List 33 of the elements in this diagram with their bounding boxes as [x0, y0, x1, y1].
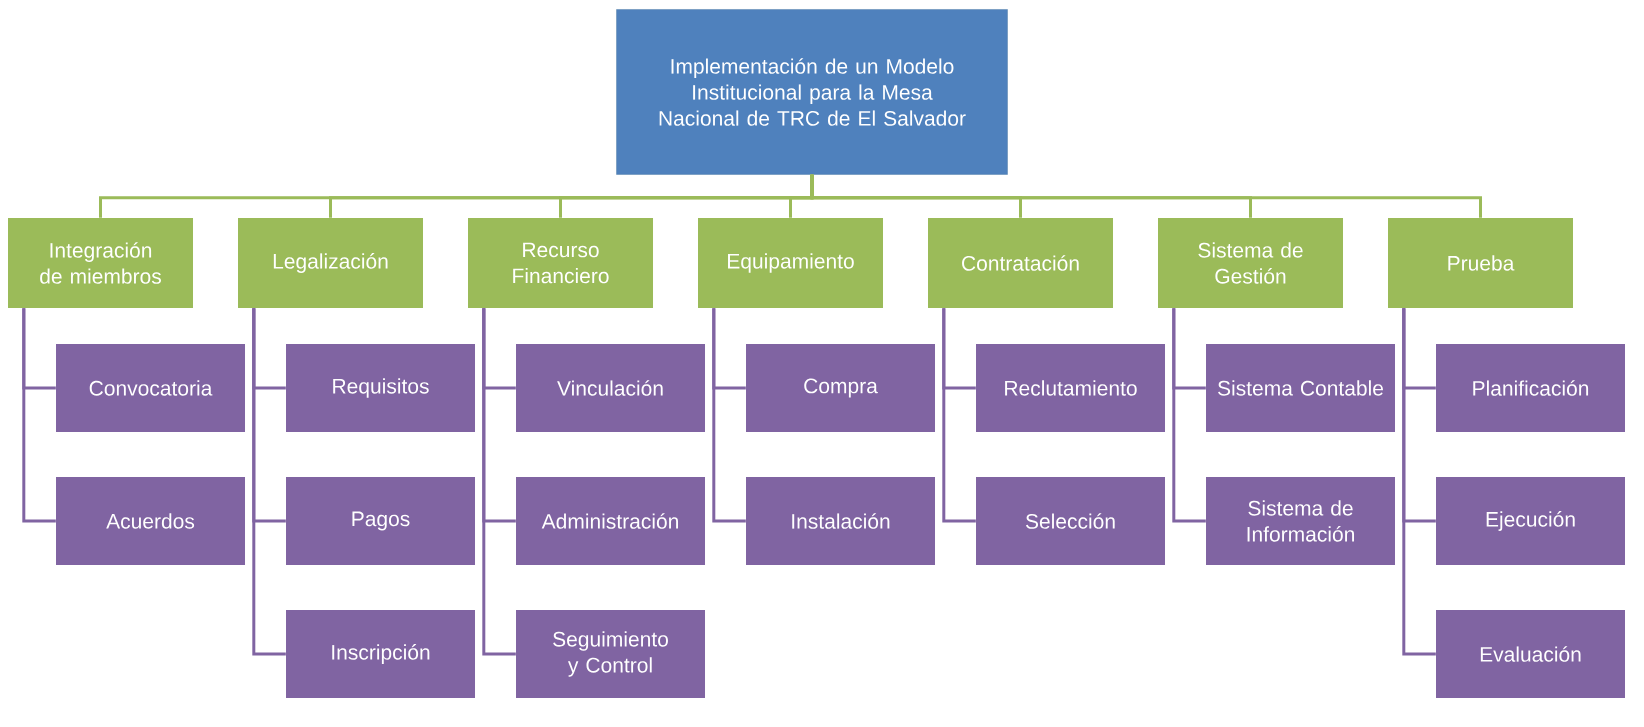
category-box: Sistema de Gestión	[1158, 218, 1343, 308]
task-box: Requisitos	[286, 344, 475, 432]
task-box: Sistema de Información	[1206, 477, 1395, 565]
task-box: Sistema Contable	[1206, 344, 1395, 432]
connector-line	[712, 308, 746, 523]
category-box: Equipamiento	[698, 218, 883, 308]
task-box: Instalación	[746, 477, 935, 565]
task-box: Pagos	[286, 477, 475, 565]
connector-line	[1402, 308, 1436, 656]
connector-line	[22, 308, 56, 523]
connector-line	[1172, 308, 1206, 523]
category-box: Integración de miembros	[8, 218, 193, 308]
task-box: Seguimiento y Control	[516, 610, 705, 698]
connector-line	[942, 308, 976, 523]
task-box: Selección	[976, 477, 1165, 565]
category-box: Contratación	[928, 218, 1113, 308]
category-box: Prueba	[1388, 218, 1573, 308]
connector-line	[482, 308, 516, 656]
task-box: Compra	[746, 344, 935, 432]
task-box: Reclutamiento	[976, 344, 1165, 432]
task-box: Ejecución	[1436, 477, 1625, 565]
task-box: Evaluación	[1436, 610, 1625, 698]
task-box: Administración	[516, 477, 705, 565]
task-box: Acuerdos	[56, 477, 245, 565]
task-box: Vinculación	[516, 344, 705, 432]
task-box: Planificación	[1436, 344, 1625, 432]
category-box: Recurso Financiero	[468, 218, 653, 308]
connector-line	[810, 174, 1482, 218]
title-box: Implementación de un Modelo Institucional para la Mesa Nacional de TRC de El Salvador	[616, 9, 1008, 175]
task-box: Inscripción	[286, 610, 475, 698]
connector-line	[252, 308, 286, 656]
task-box: Convocatoria	[56, 344, 245, 432]
category-box: Legalización	[238, 218, 423, 308]
